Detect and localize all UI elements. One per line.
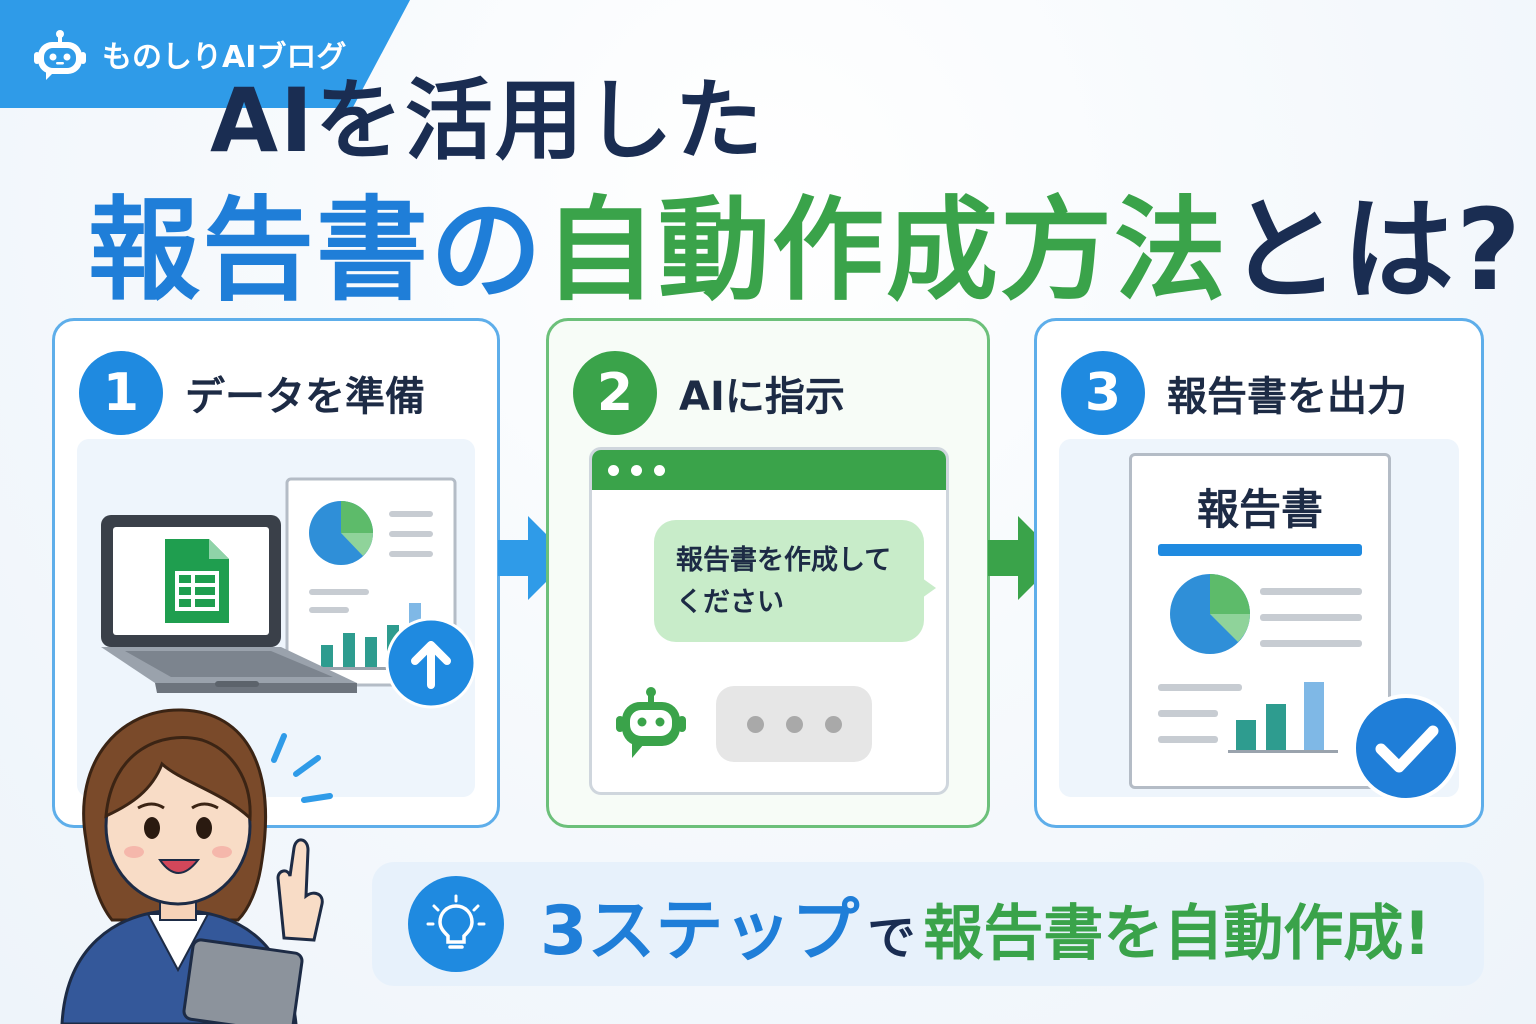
headline-line-1-text: AIを活用した xyxy=(210,69,765,172)
report-document-icon: 報告書 xyxy=(1129,453,1391,789)
browser-title-bar xyxy=(592,450,946,490)
blog-badge: ものしりAIブログ xyxy=(0,0,410,108)
step-label-1: データを準備 xyxy=(185,374,425,420)
lightbulb-icon xyxy=(408,876,504,972)
chat-message-bubble: 報告書を作成してください xyxy=(654,520,924,642)
headline-line-2: 報告書の自動作成方法とは? xyxy=(88,160,1523,322)
step-number-3: 3 xyxy=(1061,351,1145,435)
summary-banner: 3ステップ で 報告書を自動作成! xyxy=(372,862,1484,986)
window-dot xyxy=(631,464,642,476)
arrow-step-1-to-2 xyxy=(498,508,572,608)
chat-bubble-tail xyxy=(922,578,936,598)
typing-indicator-icon xyxy=(716,686,872,762)
headline-no: の xyxy=(430,186,544,316)
headline-towa: とは? xyxy=(1228,186,1523,316)
robot-icon xyxy=(616,686,686,760)
window-dot xyxy=(654,464,665,476)
check-icon xyxy=(1351,693,1461,803)
step-card-2: 2 AIに指示 報告書を作成してください xyxy=(546,318,990,828)
summary-de: で xyxy=(867,909,916,966)
spreadsheet-icon xyxy=(161,535,233,627)
arrow-step-2-to-3 xyxy=(988,508,1062,608)
summary-text: 3ステップ で 報告書を自動作成! xyxy=(540,875,1431,974)
step-header-2: 2 AIに指示 xyxy=(573,351,845,435)
blog-name: ものしりAIブログ xyxy=(102,40,347,75)
step-header-3: 3 報告書を出力 xyxy=(1061,351,1407,435)
summary-three-steps: 3ステップ xyxy=(540,891,860,971)
step-header-1: 1 データを準備 xyxy=(79,351,425,435)
woman-illustration xyxy=(52,700,352,1024)
window-dot xyxy=(608,464,619,476)
robot-icon xyxy=(32,26,88,82)
step-number-2: 2 xyxy=(573,351,657,435)
report-title: 報告書 xyxy=(1196,485,1323,534)
headline-line-1: AIを活用した xyxy=(0,50,1536,177)
upload-icon xyxy=(385,617,477,709)
step-label-2: AIに指示 xyxy=(679,374,845,420)
summary-auto-report: 報告書を自動作成! xyxy=(923,898,1431,969)
browser-window-icon: 報告書を作成してください xyxy=(589,447,949,795)
step-card-3: 3 報告書を出力 報告書 xyxy=(1034,318,1484,828)
step-label-3: 報告書を出力 xyxy=(1167,374,1407,420)
headline-auto-method: 自動作成方法 xyxy=(544,186,1228,316)
step-number-1: 1 xyxy=(79,351,163,435)
headline-report: 報告書 xyxy=(88,186,430,316)
